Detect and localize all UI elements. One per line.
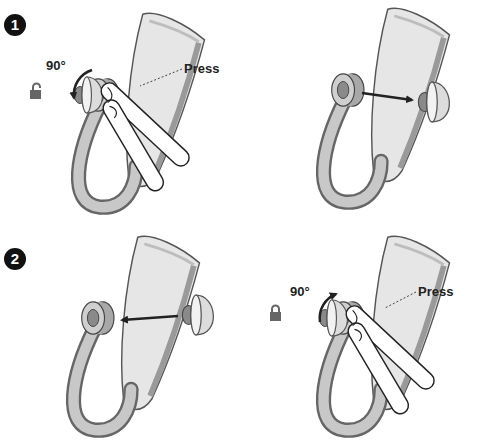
action-label: Press: [184, 61, 219, 77]
action-label: Press: [418, 284, 453, 300]
step-number: 1: [4, 14, 26, 36]
rotation-angle: 90°: [290, 284, 310, 300]
rotation-angle: 90°: [46, 58, 66, 74]
step-number: 2: [4, 248, 26, 270]
